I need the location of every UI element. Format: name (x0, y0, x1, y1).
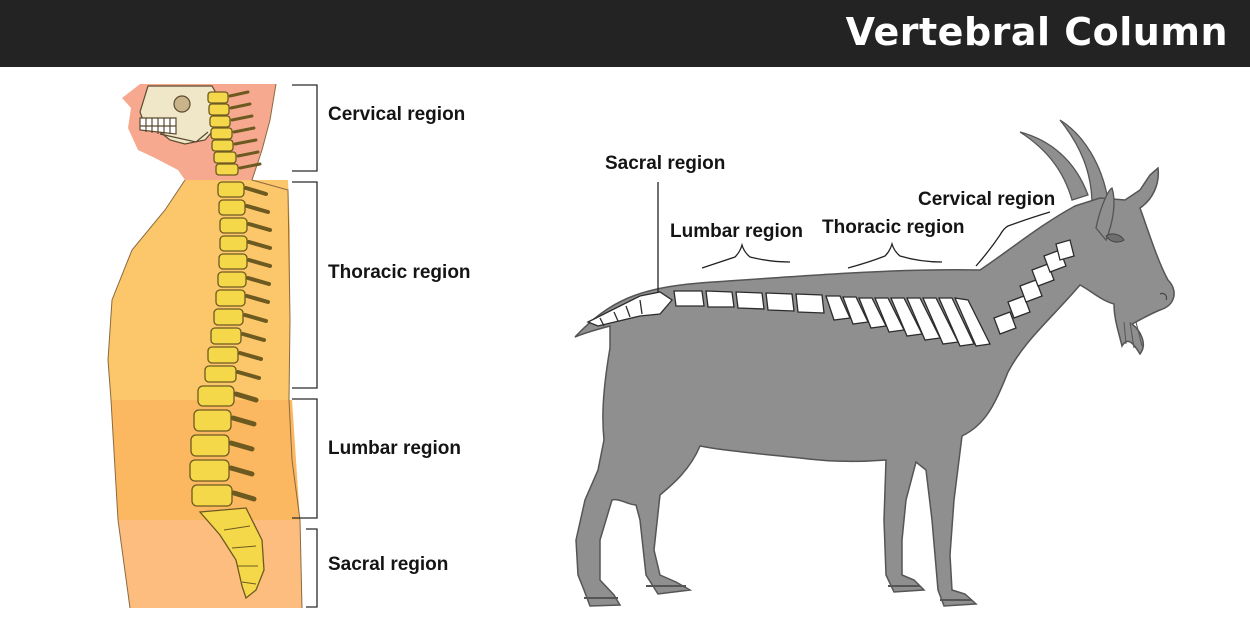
header-bar: Vertebral Column (0, 0, 1250, 67)
goat-ear (1095, 187, 1115, 242)
goat-thoracic-label: Thoracic region (822, 217, 965, 238)
human-sacral-bracket (306, 528, 318, 608)
goat-eye (1105, 233, 1125, 243)
goat-horn-back (1019, 131, 1089, 201)
human-front-outline (107, 179, 186, 609)
human-cervical-bracket (292, 84, 318, 172)
goat-body (574, 166, 1175, 607)
goat-figure (574, 119, 1175, 607)
skull (139, 85, 221, 145)
human-spine (189, 90, 272, 600)
human-thoracic-bracket (292, 181, 318, 389)
goat-horn-front (1059, 119, 1109, 206)
goat-thoracic-brace (847, 241, 943, 269)
goat-cervical-label: Cervical region (918, 189, 1056, 210)
human-cervical-label: Cervical region (328, 104, 466, 125)
goat-sacral-label: Sacral region (605, 153, 726, 174)
goat-nostril (1159, 292, 1168, 301)
goat-cervical-brace (975, 211, 1051, 267)
human-lumbar-label: Lumbar region (328, 438, 462, 459)
human-thoracic-label: Thoracic region (328, 262, 471, 283)
human-back-outline (251, 83, 303, 609)
human-lumbar-bracket (292, 398, 318, 519)
goat-beard (1123, 321, 1143, 349)
human-sacral-zone (118, 520, 302, 608)
page-title: Vertebral Column (845, 10, 1228, 54)
human-thoracic-zone (108, 180, 290, 400)
goat-spine (586, 239, 1075, 347)
human-figure (107, 83, 318, 609)
human-sacral-label: Sacral region (328, 554, 449, 575)
goat-lumbar-brace (701, 242, 791, 269)
goat-hooves (584, 585, 972, 601)
goat-lumbar-label: Lumbar region (670, 221, 804, 242)
